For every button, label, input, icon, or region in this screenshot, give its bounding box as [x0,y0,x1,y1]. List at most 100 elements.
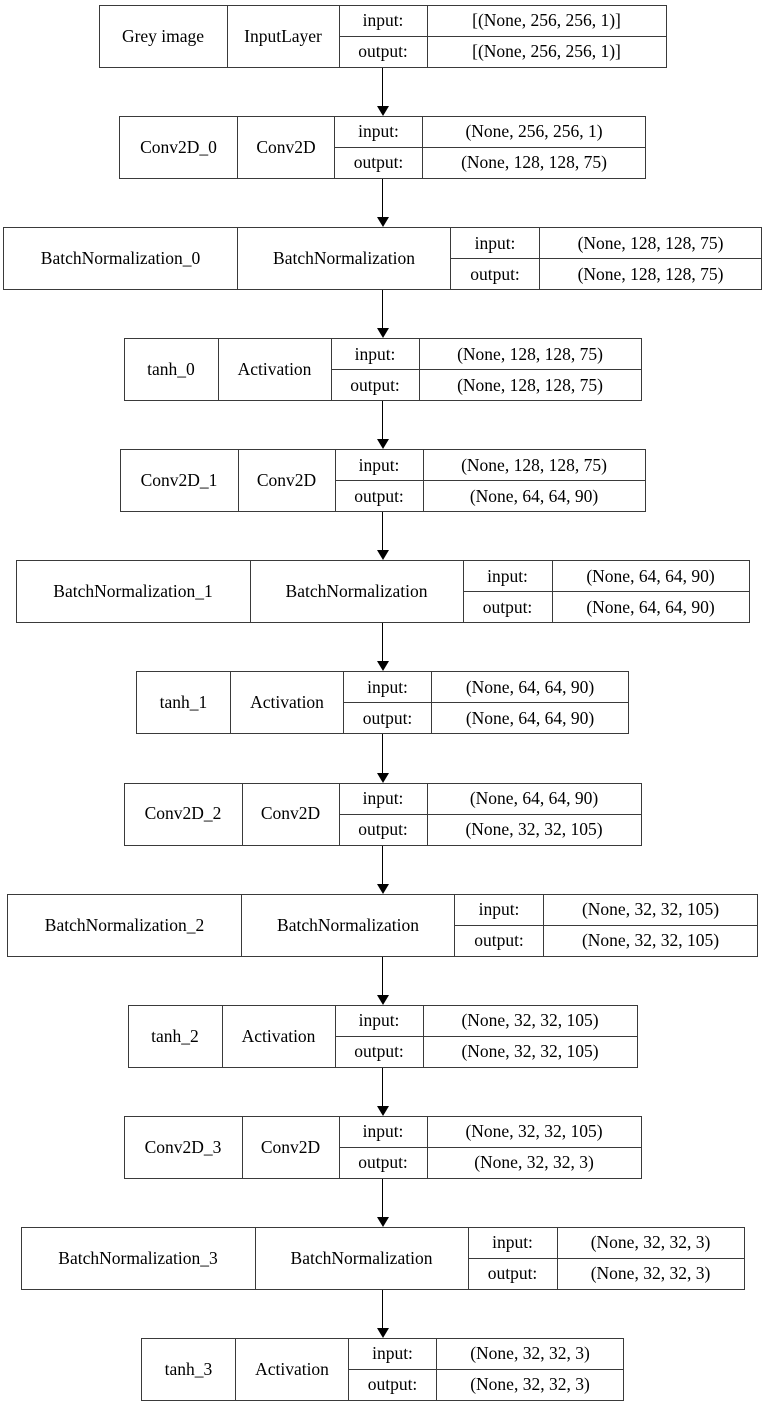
layer-input-label: input: [349,1338,437,1369]
layer-input-shape: (None, 32, 32, 105) [581,899,720,919]
connector-arrow [373,734,393,783]
layer-io-table: input:(None, 32, 32, 105)output:(None, 3… [339,1116,641,1178]
layer-input-shape: (None, 32, 32, 3) [470,1343,590,1364]
connector-arrow [373,179,393,228]
arrow-head-icon [376,661,389,672]
layer-input-row: input: (None, 64, 64, 90) [463,561,749,593]
layer-input-shape: (None, 128, 128, 75) [577,232,724,253]
layer-name: Conv2D_0 [120,117,238,179]
layer-output-shape: (None, 64, 64, 90) [586,596,715,617]
arrow-stem [381,512,384,553]
arrow-stem [381,179,384,220]
layer-output-label: output: [464,592,553,623]
layer-input-row: input: (None, 128, 128, 75) [451,228,761,260]
layer-output-label: output: [451,259,540,290]
arrow-head-icon [376,328,389,339]
arrow-stem [381,401,384,442]
layer-output-row: output: (None, 128, 128, 75) [451,259,761,290]
arrow-stem [381,623,384,664]
layer-output-label: output: [336,1036,424,1067]
arrow-stem [381,1178,384,1219]
layer-output-shape: (None, 128, 128, 75) [577,263,724,284]
layer-input-shape: (None, 32, 32, 105) [461,1010,599,1031]
layer-input-shape: (None, 32, 32, 3) [590,1232,711,1253]
layer-output-label: output: [469,1258,558,1289]
layer-input-label: input: [336,450,424,481]
layer-output-label: output: [335,148,423,179]
layer-input-label: input: [340,1116,428,1147]
layer-output-row: output:(None, 128, 128, 75) [332,370,641,401]
connector-arrow [373,956,393,1005]
arrow-stem [381,290,384,331]
arrow-stem [381,956,384,997]
layer-class: BatchNormalization [238,228,451,290]
layer-io-table: input:(None, 64, 64, 90)output:(None, 32… [339,783,641,845]
layer-output-shape: (None, 64, 64, 90) [469,485,599,506]
layer-input-label: input: [469,1227,558,1258]
connector-arrow [373,1067,393,1116]
layer-output-row: output:(None, 64, 64, 90) [344,703,628,734]
layer-output-shape: (None, 32, 32, 105) [461,1041,599,1062]
layer-output-shape: (None, 64, 64, 90) [465,707,595,728]
layer-class: BatchNormalization [242,894,455,956]
layer-input-row: input:[(None, 256, 256, 1)] [339,6,666,37]
arrow-head-icon [376,1216,389,1227]
arrow-head-icon [376,994,389,1005]
layer-output-label: output: [336,481,424,512]
arrow-head-icon [376,106,389,117]
layer-input-row: input: (None, 32, 32, 3) [468,1227,744,1259]
layer-output-shape: (None, 128, 128, 75) [457,374,603,395]
arrow-head-icon [376,439,389,450]
connector-arrow [373,1289,393,1338]
layer-output-row: output:(None, 32, 32, 105) [340,814,641,845]
layer-input-label: input: [340,783,428,814]
layer-input-label: input: [336,1005,424,1036]
layer-output-shape: [(None, 256, 256, 1)] [472,41,621,62]
connector-arrow [373,512,393,561]
layer-input-row: input:(None, 32, 32, 105) [339,1116,641,1148]
layer-io-table: input:(None, 128, 128, 75)output:(None, … [331,339,641,401]
connector-arrow [373,623,393,672]
layer-class: Conv2D [243,783,340,845]
layer-io-table: input: (None, 128, 128, 75) output: (None, … [451,228,761,290]
layer-output-shape: (None, 32, 32, 105) [465,818,603,839]
layer-output-shape: (None, 32, 32, 3) [470,1374,590,1395]
layer-class: Activation [219,339,332,401]
arrow-head-icon [376,1105,389,1116]
layer-class: Activation [223,1005,336,1067]
layer-name: Conv2D_1 [121,450,239,512]
layer-io-table: input: (None, 32, 32, 3) output:(None, 32,… [468,1227,744,1289]
layer-output-row: output:(None, 32, 32, 3) [340,1147,641,1178]
layer-name: tanh_1 [137,672,231,734]
layer-input-label: input: [464,561,553,592]
layer-input-row: input:(None, 256, 256, 1) [335,117,645,149]
layer-input-shape: (None, 256, 256, 1) [465,121,603,142]
layer-input-shape: (None, 64, 64, 90) [586,565,715,586]
layer-class: Conv2D [243,1116,340,1178]
layer-output-row: output:(None, 128, 128, 75) [335,148,645,179]
layer-output-row: output:(None, 32, 32, 3) [469,1258,744,1289]
arrow-head-icon [376,1327,389,1338]
layer-io-table: input:(None, 32, 32, 3)output:(None, 32,… [349,1338,623,1400]
layer-output-row: output: (None, 64, 64, 90) [336,481,645,512]
connector-arrow [373,68,393,117]
layer-class: Activation [236,1338,349,1400]
layer-input-label: input: [451,228,540,259]
layer-io-table: input:(None, 32, 32, 105)output:(None, 3… [455,894,757,956]
layer-output-row: output: (None, 64, 64, 90) [464,592,749,623]
layer-name: Grey image [100,6,228,67]
layer-input-label: input: [455,894,544,925]
